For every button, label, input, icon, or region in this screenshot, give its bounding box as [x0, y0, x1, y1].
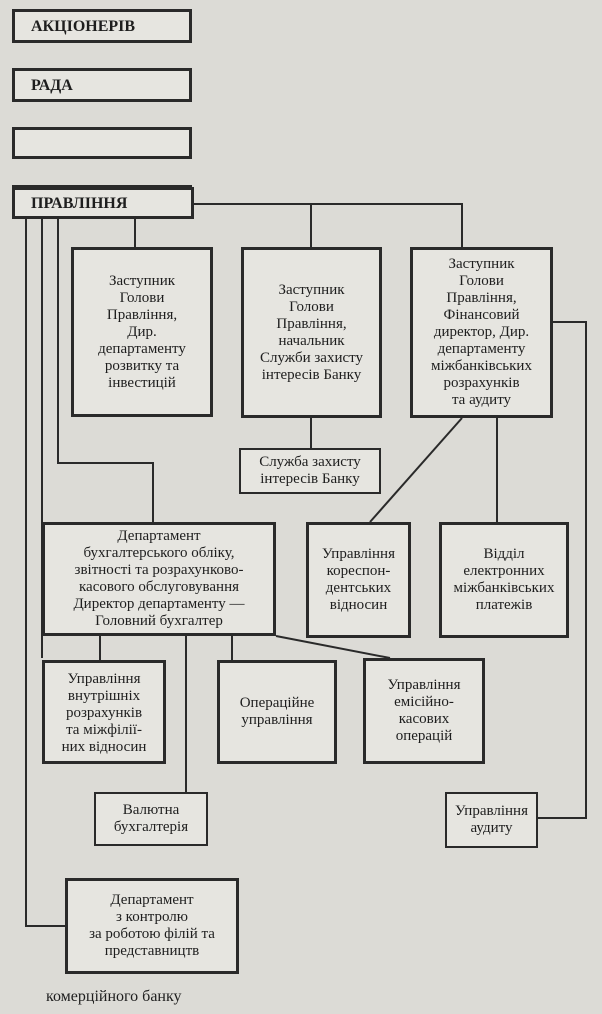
connector-board-to-branch-control — [25, 217, 65, 927]
connector-accounting-to-subunits — [99, 635, 391, 792]
caption: комерційного банку — [46, 988, 182, 1005]
audit-box: Управління аудиту — [445, 792, 538, 848]
connector-board-to-deputies — [134, 203, 463, 247]
board-box: ПРАВЛІННЯ — [12, 187, 194, 219]
cash-operations-box: Управління емісійно- касових операцій — [363, 658, 485, 764]
accounting-department-box: Департамент бухгалтерського обліку, звіт… — [42, 522, 276, 636]
deputy-finance-box: Заступник Голови Правління, Фінансовий д… — [410, 247, 553, 418]
deputy-security-box: Заступник Голови Правління, начальник Сл… — [241, 247, 382, 418]
connector-finance-to-audit — [538, 321, 587, 819]
security-service-box: Служба захисту інтересів Банку — [239, 448, 381, 494]
currency-accounting-box: Валютна бухгалтерія — [94, 792, 208, 846]
deputy-development-box: Заступник Голови Правління, Дир. департа… — [71, 247, 213, 417]
shareholders-box: АКЦІОНЕРІВ — [12, 9, 192, 43]
blank-box-1 — [12, 127, 192, 159]
correspondent-relations-box: Управління кореспон- дентських відносин — [306, 522, 411, 638]
connector-finance-to-correspondent — [369, 417, 463, 523]
council-box: РАДА — [12, 68, 192, 102]
electronic-payments-box: Відділ електронних міжбанківських платеж… — [439, 522, 569, 638]
operations-box: Операційне управління — [217, 660, 337, 764]
branch-control-box: Департамент з контролю за роботою філій … — [65, 878, 239, 974]
internal-settlements-box: Управління внутрішніх розрахунків та між… — [42, 660, 166, 764]
connector-board-to-accounting — [57, 217, 154, 522]
